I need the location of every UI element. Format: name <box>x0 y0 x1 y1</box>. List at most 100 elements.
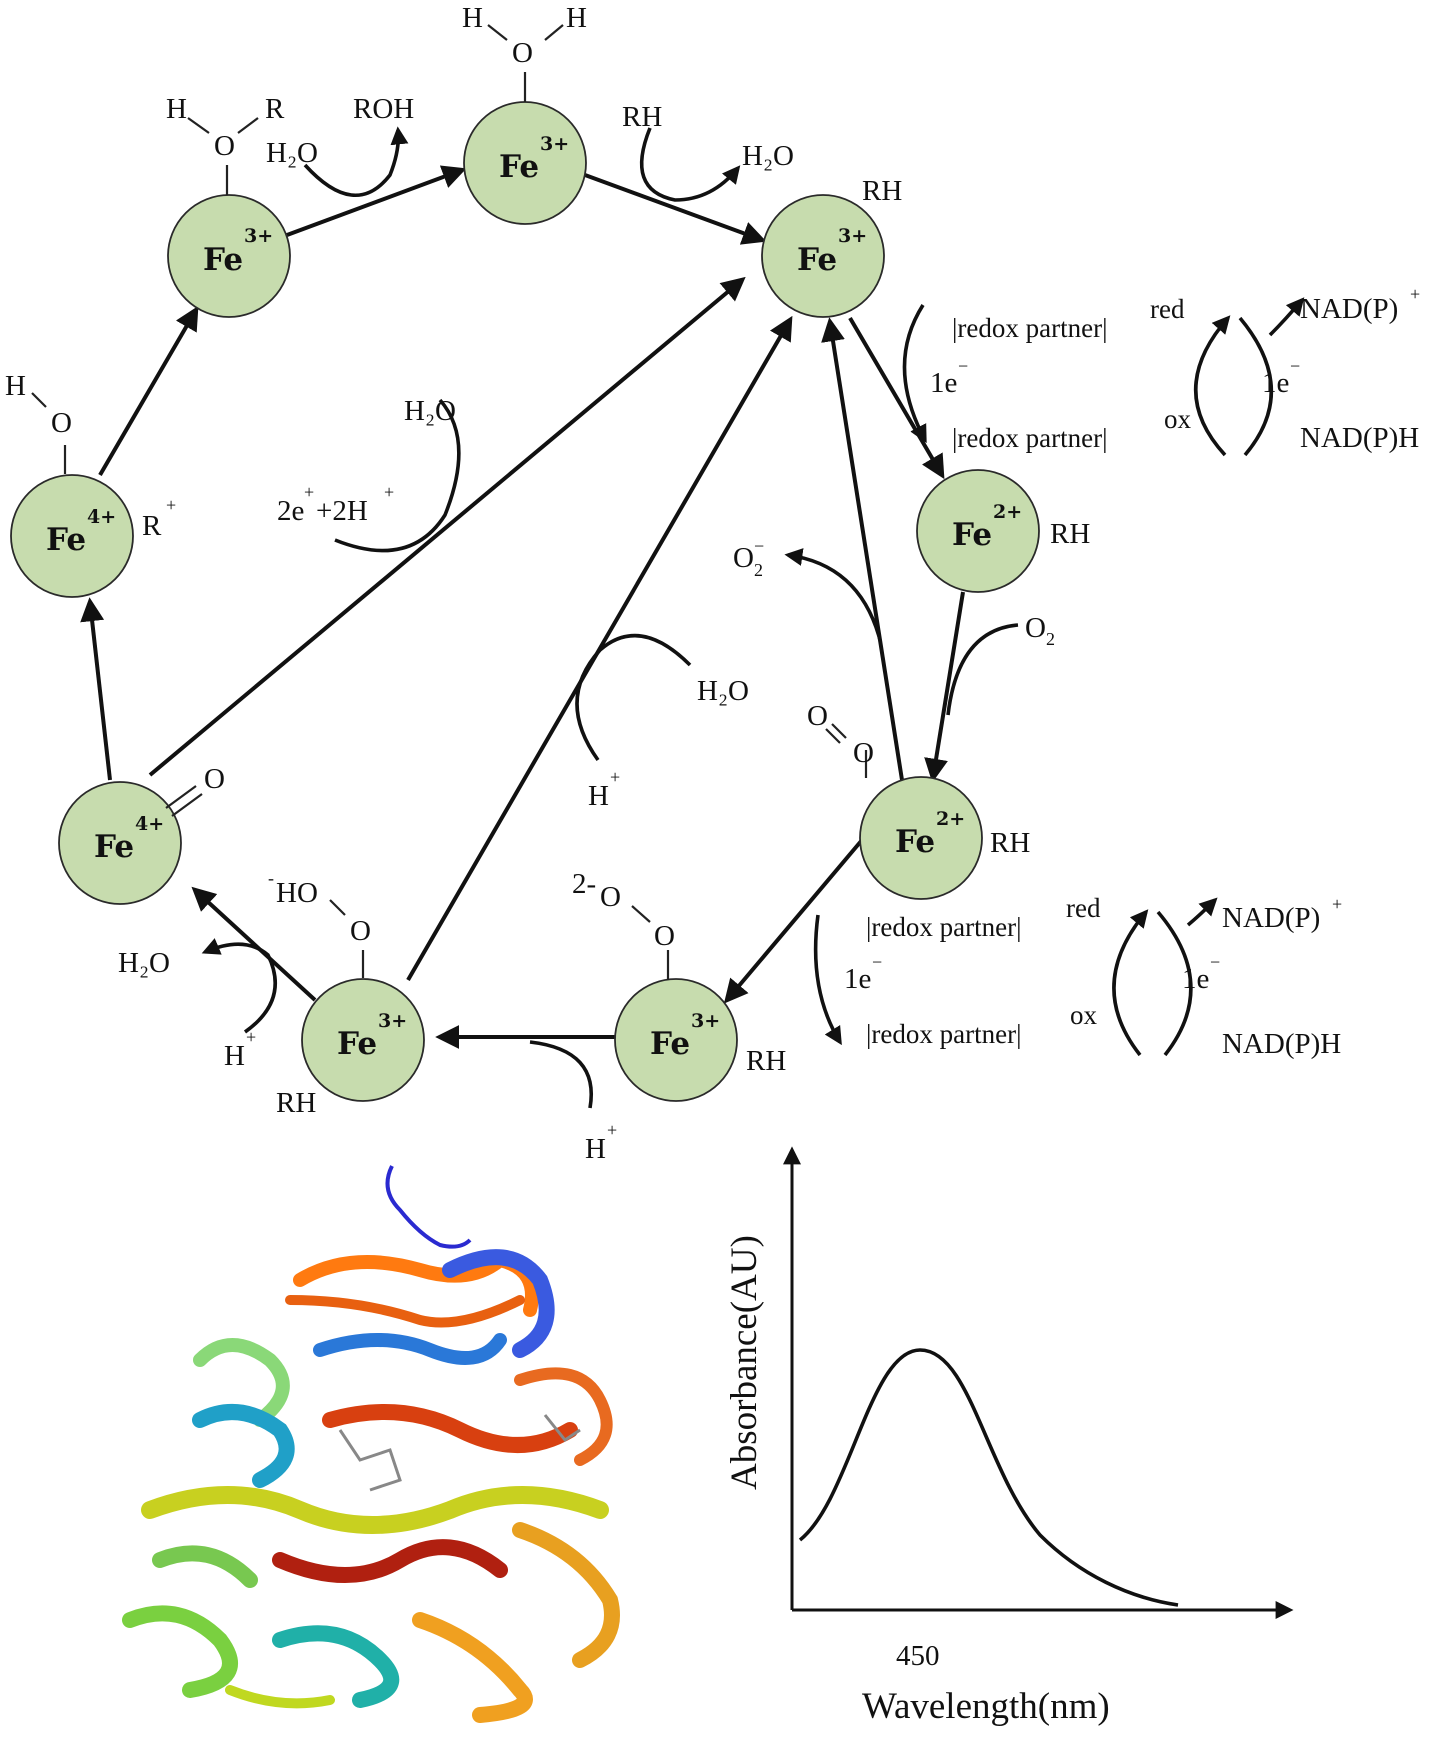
diagram-label: 1e <box>844 963 871 995</box>
electron-transfer-bottom: |redox partner| red |redox partner| ox 1… <box>813 893 1342 1060</box>
diagram-label: H₂O <box>404 395 456 427</box>
diagram-label: NAD(P)H <box>1300 422 1419 454</box>
diagram-label: H₂O <box>742 140 794 172</box>
diagram-label: O <box>51 407 72 439</box>
cycle-edges <box>80 165 965 1049</box>
heme-state-s9: Fe 3+ O H H <box>462 2 587 225</box>
diagram-label: 2- <box>572 868 596 900</box>
diagram-label: − <box>754 536 764 556</box>
diagram-label: |redox partner| <box>866 1019 1022 1049</box>
diagram-label: + <box>384 482 394 502</box>
diagram-label: RH <box>622 101 662 133</box>
diagram-label: - <box>268 868 274 888</box>
diagram-label: + <box>246 1027 256 1047</box>
diagram-label: 3+ <box>838 225 867 247</box>
diagram-label: O <box>512 37 533 69</box>
diagram-label: H <box>588 780 609 812</box>
edge-s9-to-s1 <box>584 173 767 245</box>
diagram-label: + <box>304 482 314 502</box>
diagram-label: + <box>610 767 620 787</box>
diagram-label: Fe <box>337 1026 377 1062</box>
diagram-label: H <box>585 1133 606 1165</box>
edge-s3-to-s4 <box>723 838 864 1004</box>
diagram-label: O <box>733 542 754 574</box>
heme-iron-node <box>614 978 738 1102</box>
substrate-label: RH <box>276 1087 316 1119</box>
roh-release: H₂O ROH <box>266 93 414 198</box>
diagram-label: H₂O <box>697 675 749 707</box>
diagram-label: + <box>166 495 176 515</box>
diagram-label: 3+ <box>244 225 273 247</box>
substrate-label: RH <box>990 827 1030 859</box>
diagram-label: − <box>958 356 968 376</box>
diagram-label: 1e <box>1262 367 1289 399</box>
diagram-label: H <box>224 1040 245 1072</box>
diagram-label: 2 <box>754 560 763 580</box>
diagram-label: R <box>142 510 162 542</box>
protonation-bottom: H + <box>529 1040 617 1165</box>
diagram-label: O <box>350 915 371 947</box>
diagram-label: + <box>1410 284 1420 304</box>
diagram-label: Fe <box>94 829 134 865</box>
diagram-label: |redox partner| <box>952 423 1108 453</box>
diagram-label: Fe <box>46 522 86 558</box>
edge-s6-to-s7 <box>80 597 112 781</box>
diagram-label: 2e <box>277 495 304 527</box>
diagram-label: Fe <box>203 242 243 278</box>
diagram-label: H <box>5 370 26 402</box>
diagram-label: red <box>1066 893 1101 923</box>
diagram-label: Fe <box>499 149 539 185</box>
diagram-label: 2 <box>1046 629 1055 649</box>
diagram-label: O <box>853 737 874 769</box>
diagram-label: O <box>807 700 828 732</box>
diagram-label: O <box>600 881 621 913</box>
diagram-label: H <box>462 2 483 34</box>
diagram-label: + <box>1332 894 1342 914</box>
heme-state-s2: Fe 2+ RH <box>916 469 1090 593</box>
diagram-label: Fe <box>952 517 992 553</box>
diagram-label: Fe <box>797 242 837 278</box>
y-axis-label: Absorbance(AU) <box>724 1235 765 1490</box>
heme-state-s3: Fe 2+ RH O O <box>807 700 1030 900</box>
diagram-label: Fe <box>650 1026 690 1062</box>
heme-iron-node <box>761 194 885 318</box>
heme-iron-node <box>10 474 134 598</box>
diagram-label: 4+ <box>87 506 116 528</box>
heme-state-s4: Fe 3+ RH O O 2- <box>572 868 786 1102</box>
heme-iron-node <box>859 776 983 900</box>
diagram-label: 4+ <box>135 813 164 835</box>
rh-binding: RH H₂O <box>622 101 794 202</box>
heme-iron-node <box>301 978 425 1102</box>
edge-oxidase-shunt <box>148 276 746 777</box>
p450-protein-structure-image <box>122 1165 620 1723</box>
diagram-label: ox <box>1070 1000 1098 1030</box>
diagram-label: 1e <box>930 367 957 399</box>
diagram-label: NAD(P) <box>1222 902 1320 934</box>
diagram-label: 3+ <box>540 133 569 155</box>
diagram-label: 3+ <box>691 1010 720 1032</box>
diagram-label: R <box>265 93 285 125</box>
spectrum-curve <box>798 1348 1179 1607</box>
heme-state-s7: Fe 4+ R + O H <box>5 370 176 598</box>
diagram-label: H₂O <box>266 137 318 169</box>
diagram-label: 1e <box>1182 963 1209 995</box>
diagram-label: 2+ <box>936 808 965 830</box>
diagram-label: |redox partner| <box>866 912 1022 942</box>
heme-state-s1: Fe 3+ RH <box>761 175 902 318</box>
diagram-label: 3+ <box>378 1010 407 1032</box>
diagram-label: H₂O <box>118 947 170 979</box>
water-loss-bottom-left: H₂O H + <box>118 938 277 1072</box>
edge-s5-to-s6 <box>191 886 317 1002</box>
diagram-label: O <box>204 763 225 795</box>
edge-s1-to-s2 <box>848 316 945 480</box>
diagram-label: +2H <box>316 495 368 527</box>
edge-s7-to-s8 <box>98 305 199 477</box>
substrate-label: RH <box>862 175 902 207</box>
heme-iron-node <box>916 469 1040 593</box>
diagram-label: O <box>214 130 235 162</box>
electron-transfer-top: |redox partner| red |redox partner| ox 1… <box>902 284 1420 457</box>
heme-state-s8: Fe 3+ O H R <box>166 93 291 318</box>
diagram-label: − <box>872 952 882 972</box>
